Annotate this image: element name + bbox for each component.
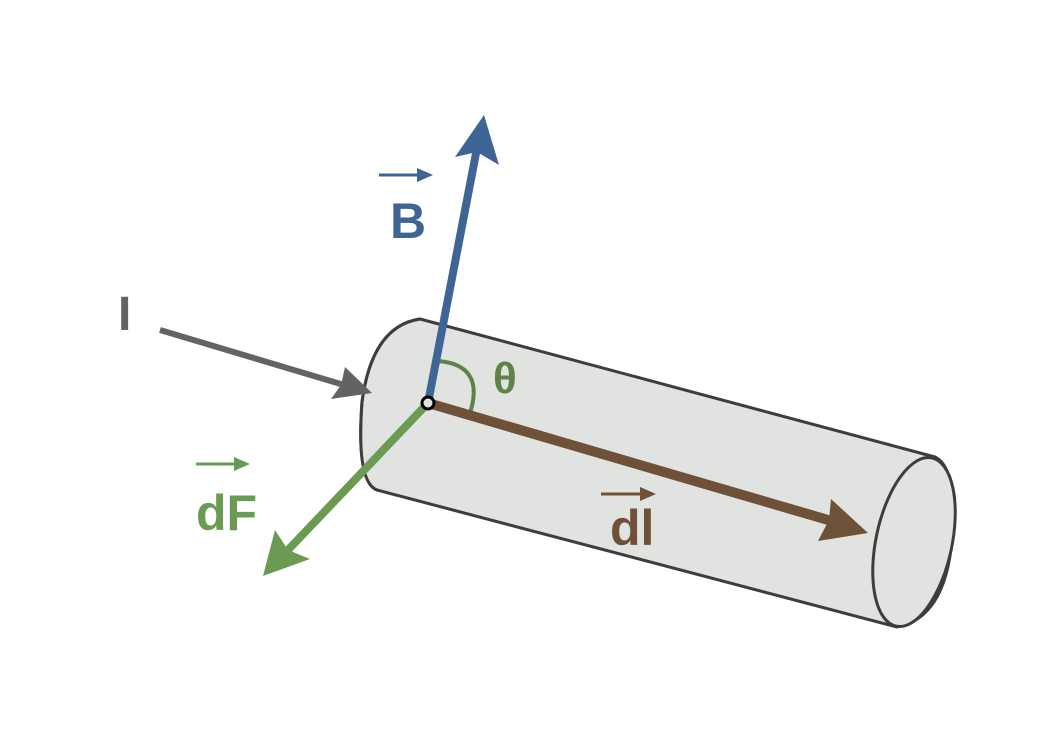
- cylinder-near-rim: [359, 317, 421, 492]
- current-arrow-shaft: [159, 327, 345, 388]
- angle-arc: [437, 359, 476, 420]
- length-element-arrowhead: [818, 499, 868, 541]
- dl-vector-arrowhead-icon: [640, 487, 656, 501]
- magnetic-field-arrow-shaft: [424, 147, 481, 404]
- cylinder-end-cap: [871, 456, 957, 628]
- force-arrowhead: [263, 530, 310, 576]
- magnetic-field-label: B: [379, 168, 433, 249]
- force-text: dF: [196, 485, 257, 541]
- angle-label: θ: [493, 354, 517, 403]
- origin-point: [420, 395, 436, 411]
- magnetic-field-arrow: [424, 115, 499, 404]
- force-label: dF: [196, 457, 257, 541]
- length-element-label: dl: [601, 487, 656, 556]
- current-arrow: [159, 327, 372, 399]
- length-element-arrow: [426, 398, 868, 541]
- magnetic-field-text: B: [390, 193, 426, 249]
- force-arrow-shaft: [285, 400, 431, 553]
- df-vector-arrowhead-icon: [234, 457, 250, 471]
- force-arrow: [263, 400, 431, 576]
- b-vector-arrowhead-icon: [417, 168, 433, 182]
- length-element-arrow-shaft: [426, 398, 837, 527]
- current-label: I: [118, 288, 131, 341]
- length-element-text: dl: [610, 500, 654, 556]
- current-arrowhead: [331, 367, 372, 399]
- magnetic-field-arrowhead: [455, 115, 499, 165]
